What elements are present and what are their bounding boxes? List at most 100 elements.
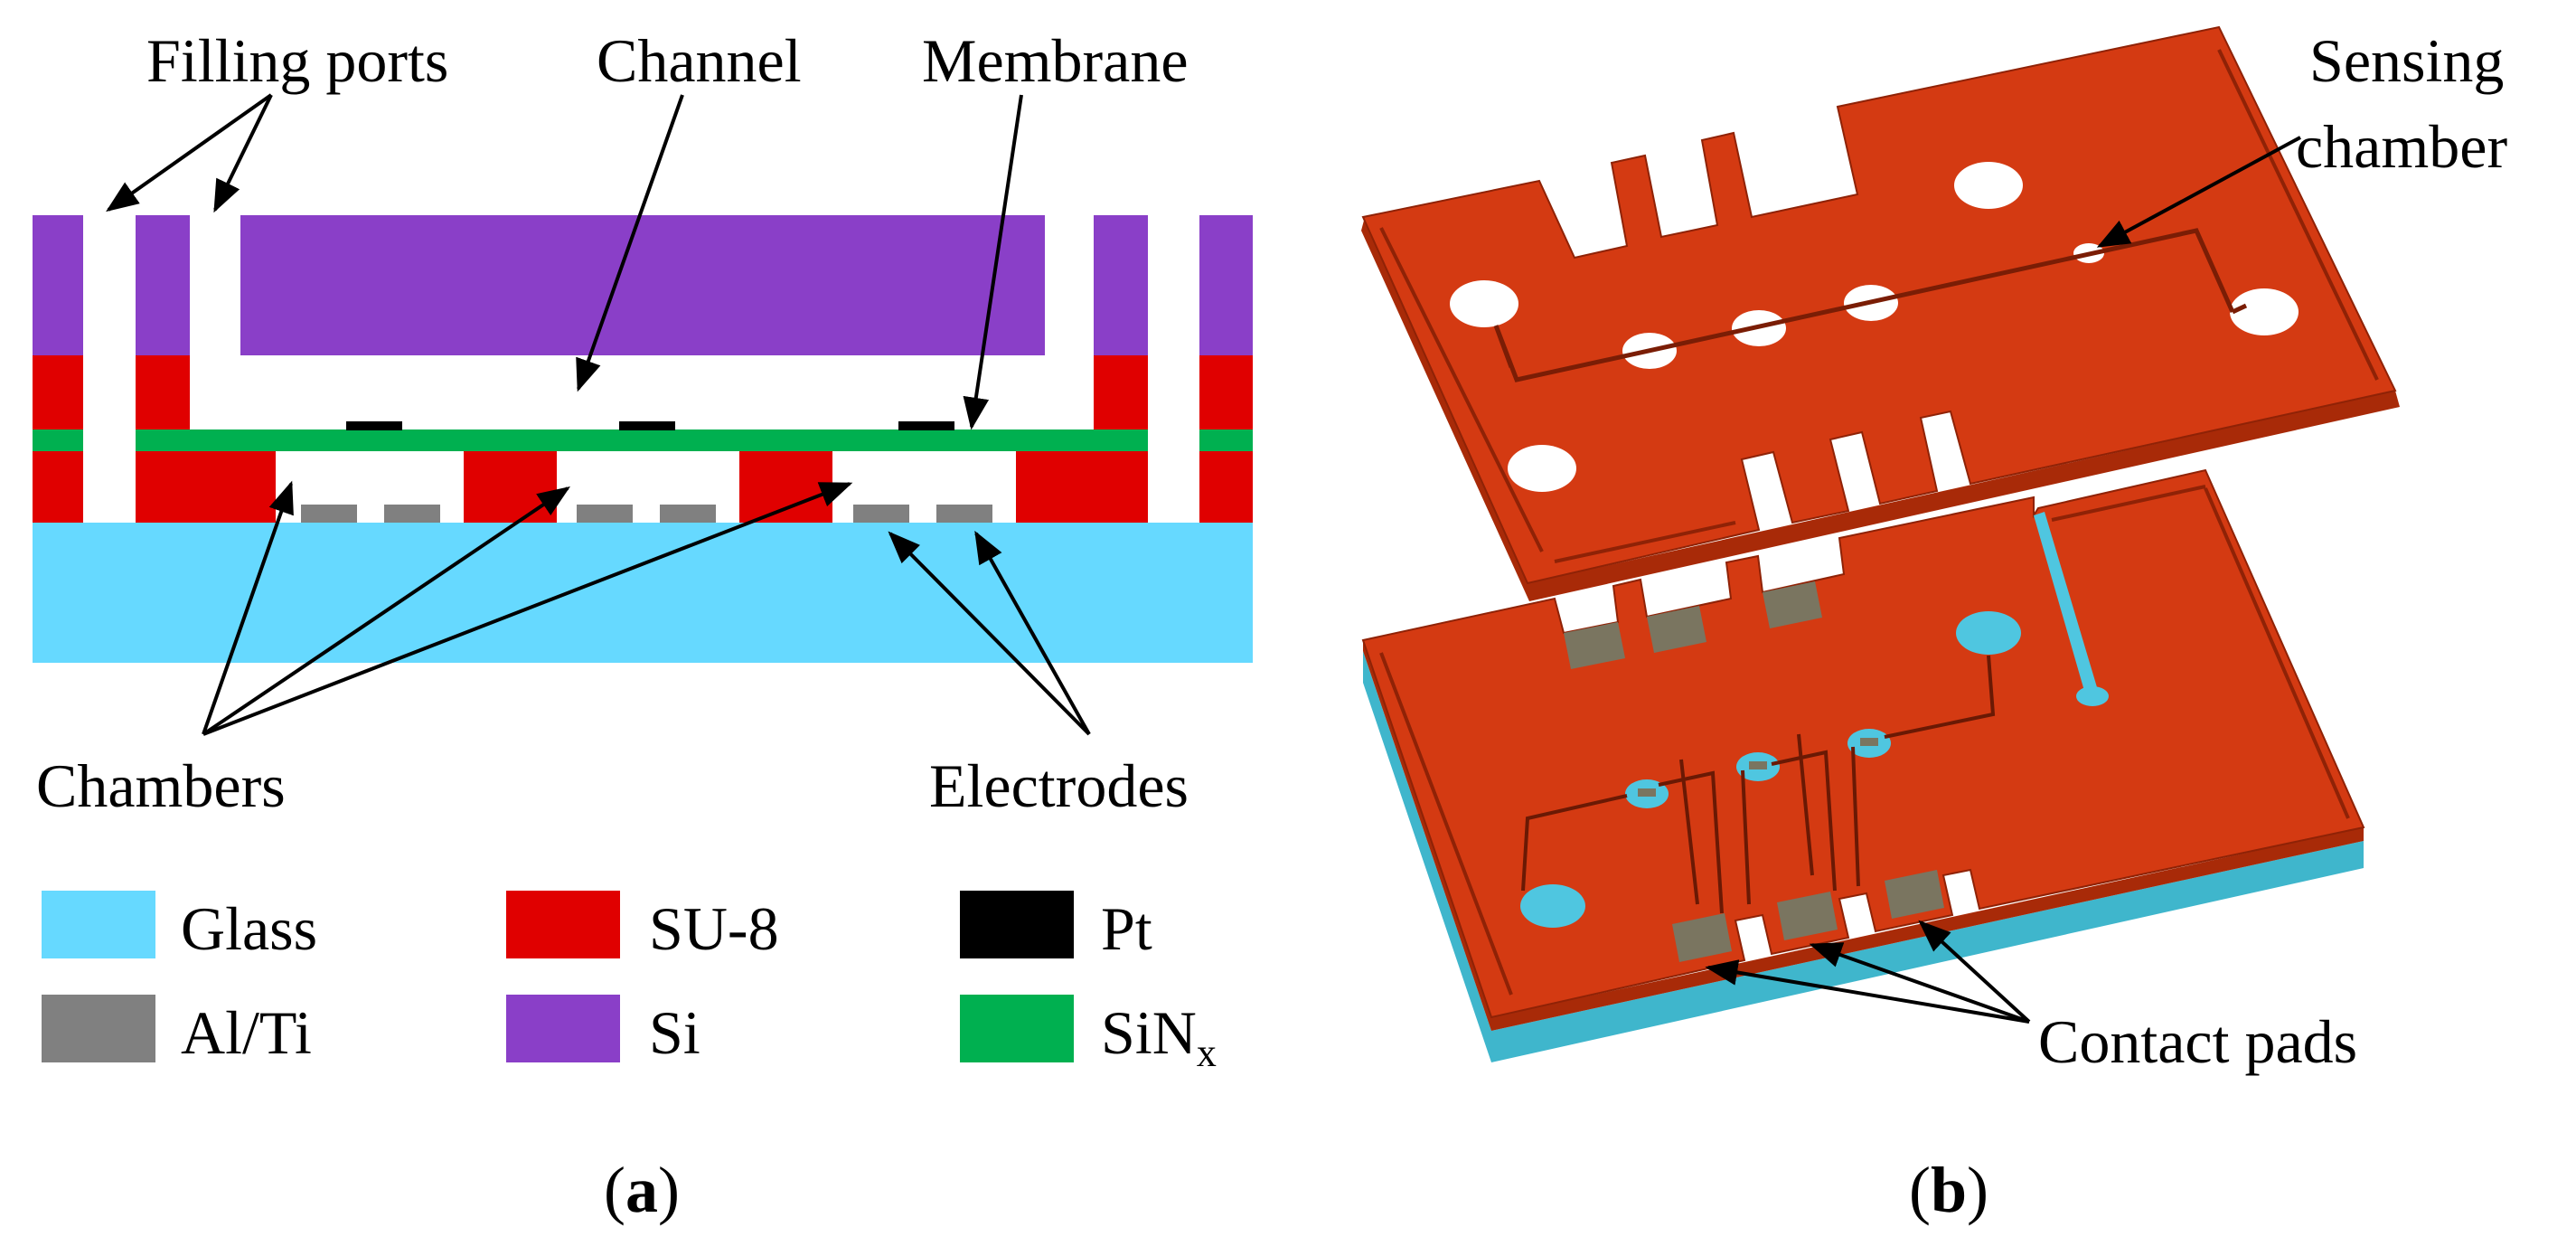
si-right-inner bbox=[1094, 215, 1148, 355]
sinx-right-outer bbox=[1199, 429, 1253, 451]
top-hole-right bbox=[2230, 288, 2299, 335]
alti-electrode-2 bbox=[384, 505, 440, 523]
glass-substrate bbox=[33, 523, 1253, 663]
top-layer bbox=[1361, 25, 2400, 601]
arrow-filling-port-right bbox=[213, 94, 273, 213]
top-hole-top-right bbox=[1954, 162, 2023, 209]
caption-a: (a) bbox=[604, 1154, 680, 1226]
label-membrane: Membrane bbox=[922, 26, 1189, 95]
legend-label-glass: Glass bbox=[181, 894, 317, 963]
top-hole-left-lower bbox=[1508, 445, 1576, 492]
su8-lower-left-outer bbox=[33, 451, 83, 523]
arrow-filling-port-left bbox=[106, 93, 273, 212]
bottom-hole-sensing bbox=[2076, 686, 2109, 706]
legend-label-sinx-main: SiN bbox=[1101, 998, 1197, 1067]
label-filling-ports: Filling ports bbox=[146, 26, 448, 95]
contact-pad-bottom-1 bbox=[1672, 913, 1732, 962]
legend-swatch-alti bbox=[42, 995, 155, 1062]
panel-b-arrows bbox=[1705, 136, 2301, 1024]
label-contact-pads: Contact pads bbox=[2038, 1007, 2357, 1076]
alti-electrode-6 bbox=[936, 505, 992, 523]
legend-label-sinx: SiNx bbox=[1101, 998, 1217, 1075]
si-left-outer bbox=[33, 215, 83, 355]
top-layer-channels bbox=[1493, 228, 2248, 382]
top-layer-rim bbox=[1379, 49, 2379, 563]
label-chamber: chamber bbox=[2296, 112, 2507, 181]
su8-upper-right-outer bbox=[1199, 355, 1253, 429]
bottom-layer-rim bbox=[1379, 485, 2350, 996]
su8-lower-3 bbox=[739, 451, 832, 523]
label-electrodes: Electrodes bbox=[929, 751, 1189, 820]
alti-electrode-4 bbox=[660, 505, 716, 523]
contact-pad-bottom-3 bbox=[1885, 870, 1944, 919]
arrow-sensing-chamber bbox=[2096, 136, 2301, 248]
bottom-hole-top bbox=[1956, 611, 2021, 655]
caption-a-letter: a bbox=[625, 1154, 658, 1226]
caption-b: (b) bbox=[1909, 1154, 1988, 1226]
panel-a-cross-section: Filling ports Channel Membrane Chambers … bbox=[33, 26, 1253, 1226]
arrow-contact-pad-2 bbox=[1809, 942, 2030, 1024]
su8-upper-left-inner bbox=[136, 355, 190, 429]
arrow-membrane bbox=[963, 94, 1023, 430]
su8-lower-1 bbox=[136, 451, 276, 523]
sinx-left-outer bbox=[33, 429, 83, 451]
pt-electrode-1 bbox=[346, 421, 402, 430]
arrow-channel bbox=[576, 94, 684, 392]
arrow-electrode-1 bbox=[888, 531, 1091, 736]
bottom-layer-traces bbox=[1521, 655, 1996, 914]
legend-label-pt: Pt bbox=[1101, 894, 1152, 963]
su8-upper-right-inner bbox=[1094, 355, 1148, 429]
label-sensing: Sensing bbox=[2309, 26, 2504, 95]
arrow-chamber-3 bbox=[202, 482, 853, 736]
legend-swatch-pt bbox=[960, 891, 1074, 958]
bottom-layer-glass-slot bbox=[2034, 512, 2097, 691]
arrow-chamber-1 bbox=[202, 480, 294, 735]
alti-electrode-5 bbox=[853, 505, 909, 523]
contact-pad-bottom-2 bbox=[1777, 892, 1838, 940]
bottom-electrode-2 bbox=[1749, 761, 1767, 769]
legend-label-si: Si bbox=[649, 998, 700, 1067]
bottom-hole-left bbox=[1520, 884, 1585, 928]
legend-label-sinx-sub: x bbox=[1197, 1031, 1217, 1075]
panel-b-isometric: Sensing chamber Contact pads (b) bbox=[1361, 25, 2507, 1226]
bottom-layer bbox=[1361, 468, 2365, 1062]
caption-a-open: ( bbox=[604, 1154, 625, 1226]
label-chambers: Chambers bbox=[36, 751, 286, 820]
legend: Glass SU-8 Pt Al/Ti Si SiNx bbox=[42, 891, 1217, 1075]
legend-swatch-su8 bbox=[506, 891, 620, 958]
alti-electrode-3 bbox=[577, 505, 633, 523]
panel-a-arrows bbox=[106, 93, 1091, 736]
su8-lower-4 bbox=[1016, 451, 1148, 523]
su8-lower-2 bbox=[464, 451, 557, 523]
caption-a-close: ) bbox=[658, 1154, 680, 1226]
label-channel: Channel bbox=[597, 26, 802, 95]
arrow-contact-pad-3 bbox=[1918, 920, 2031, 1024]
arrow-electrode-2 bbox=[974, 530, 1091, 735]
bottom-electrode-3 bbox=[1860, 738, 1878, 746]
caption-b-close: ) bbox=[1967, 1154, 1988, 1226]
top-hole-left-upper bbox=[1450, 280, 1518, 327]
caption-b-letter: b bbox=[1931, 1154, 1967, 1226]
si-right-outer bbox=[1199, 215, 1253, 355]
sinx-membrane bbox=[136, 429, 1148, 451]
contact-pad-top-1 bbox=[1564, 622, 1625, 669]
legend-swatch-si bbox=[506, 995, 620, 1062]
legend-label-alti: Al/Ti bbox=[181, 998, 312, 1067]
legend-label-su8: SU-8 bbox=[649, 894, 779, 963]
arrow-chamber-2 bbox=[202, 486, 570, 736]
caption-b-open: ( bbox=[1909, 1154, 1931, 1226]
bottom-electrode-1 bbox=[1638, 788, 1656, 797]
legend-swatch-sinx bbox=[960, 995, 1074, 1062]
pt-electrode-3 bbox=[898, 421, 954, 430]
contact-pad-top-3 bbox=[1763, 581, 1822, 628]
pt-electrode-2 bbox=[619, 421, 675, 430]
su8-upper-left-outer bbox=[33, 355, 83, 429]
si-left-inner bbox=[136, 215, 190, 355]
si-top-lid bbox=[240, 215, 1045, 355]
arrow-contact-pad-1 bbox=[1705, 959, 2030, 1024]
contact-pad-top-2 bbox=[1647, 606, 1706, 653]
su8-lower-right-outer bbox=[1199, 451, 1253, 523]
alti-electrode-1 bbox=[301, 505, 357, 523]
legend-swatch-glass bbox=[42, 891, 155, 958]
